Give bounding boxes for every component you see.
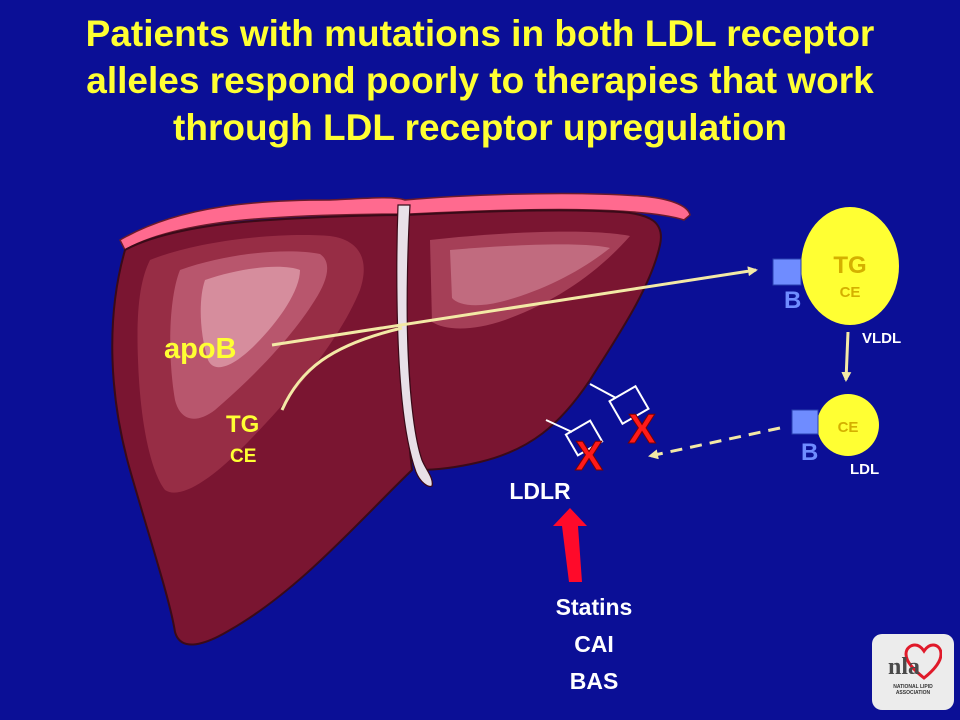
- receptor-mutation-x-1: X: [575, 432, 603, 479]
- ldl-receptor-2: [589, 383, 650, 426]
- title-line-1: Patients with mutations in both LDL rece…: [85, 13, 875, 54]
- tg-ce-curve: [280, 326, 403, 411]
- nla-heart-icon: nla: [888, 643, 942, 680]
- ldl-receptor-1: [545, 419, 604, 457]
- therapy-bas: BAS: [570, 668, 619, 694]
- liver-tg-label: TG: [226, 411, 259, 438]
- ldl-b-label: B: [801, 439, 818, 466]
- upregulation-arrow: [553, 508, 587, 582]
- title-line-2: alleles respond poorly to therapies that…: [86, 60, 874, 101]
- nla-mark-text: nla: [888, 654, 920, 680]
- vldl-b-label: B: [784, 287, 801, 314]
- ldlr-label: LDLR: [509, 478, 571, 504]
- vldl-tg-label: TG: [833, 252, 866, 279]
- vldl-apob-box: [772, 258, 802, 286]
- apob-label: apoB: [164, 333, 237, 365]
- liver-illustration: [111, 192, 691, 646]
- receptor-mutation-x-2: X: [628, 405, 656, 452]
- ldl-circle: [817, 394, 879, 456]
- vldl-to-ldl-arrow: [841, 331, 852, 382]
- slide-title: Patients with mutations in both LDL rece…: [20, 10, 940, 151]
- title-line-3: through LDL receptor upregulation: [173, 107, 787, 148]
- vldl-ce-label: CE: [840, 284, 861, 301]
- ldl-uptake-dashed-arrow: [648, 426, 781, 460]
- vldl-label: VLDL: [862, 330, 901, 347]
- ldl-ce-label: CE: [838, 419, 859, 436]
- vldl-particle: TG CE B: [772, 207, 899, 325]
- vldl-ellipse: [801, 207, 899, 325]
- apob-secretion-arrow: [271, 266, 758, 347]
- nla-name: NATIONAL LIPID ASSOCIATION: [893, 684, 933, 696]
- nla-logo: nla NATIONAL LIPID ASSOCIATION: [872, 634, 954, 710]
- liver-ce-label: CE: [230, 446, 256, 467]
- therapy-cai: CAI: [574, 631, 614, 657]
- ldl-label: LDL: [850, 461, 879, 478]
- ldl-particle: CE B: [791, 394, 879, 466]
- therapy-statins: Statins: [556, 594, 633, 620]
- ldl-apob-box: [791, 409, 819, 435]
